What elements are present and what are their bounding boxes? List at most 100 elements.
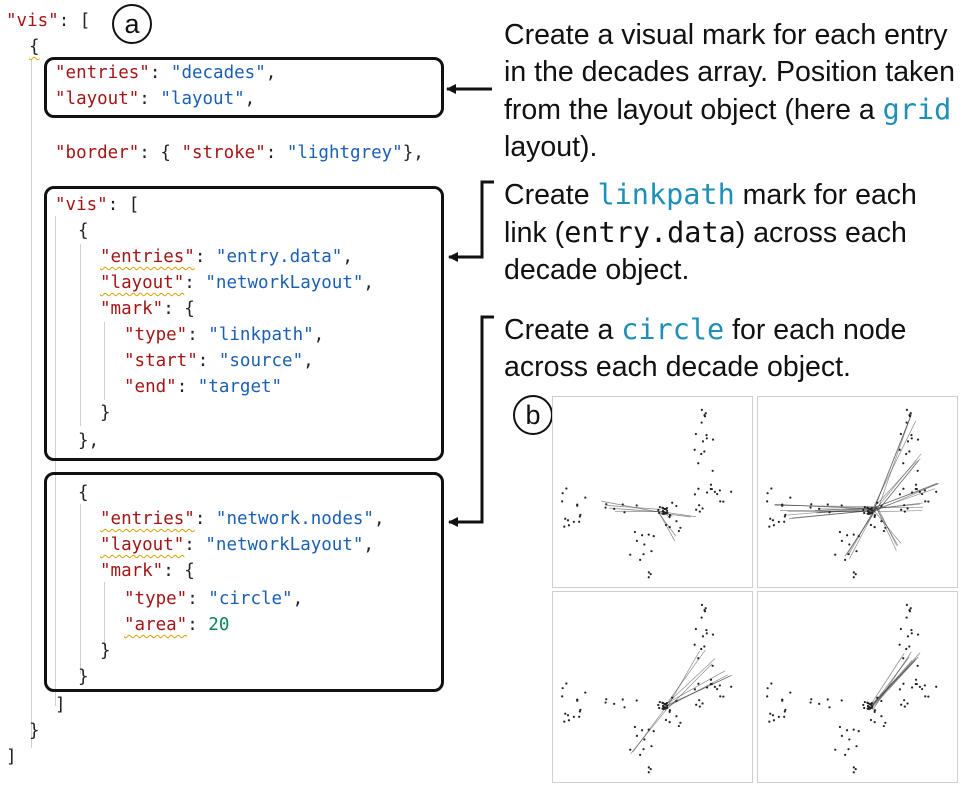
network-node (916, 633, 920, 636)
network-node (701, 440, 705, 443)
network-node (718, 489, 721, 492)
network-node (563, 525, 566, 528)
network-node (647, 728, 650, 731)
network-node (857, 729, 860, 733)
network-node (647, 533, 650, 536)
network-node (810, 503, 813, 506)
network-node (809, 701, 812, 704)
network-node (905, 452, 908, 456)
network-node (705, 437, 708, 440)
network-node (867, 707, 870, 710)
code-line-9: "layout": "networkLayout", (100, 273, 374, 293)
network-node (704, 412, 707, 415)
network-node (697, 487, 700, 490)
network-node (657, 703, 660, 707)
network-panel-4 (757, 591, 958, 783)
network-node (840, 504, 843, 507)
network-node (705, 628, 708, 632)
code-line-23: } (78, 667, 89, 687)
network-node (905, 408, 909, 411)
network-node (705, 686, 709, 689)
network-node (711, 633, 715, 636)
network-node (564, 517, 567, 520)
network-node (698, 699, 701, 702)
network-node (658, 505, 661, 509)
network-node (768, 720, 771, 723)
code-line-14: } (100, 403, 111, 423)
network-panel-3 (552, 591, 753, 783)
network-link (876, 508, 897, 551)
code-line-15: }, (78, 431, 100, 451)
network-node (784, 708, 787, 712)
network-node (705, 491, 709, 494)
network-node (766, 695, 769, 698)
network-node (935, 490, 938, 493)
network-node (880, 699, 883, 703)
network-link (867, 656, 919, 711)
network-node (613, 702, 616, 705)
network-node (916, 469, 919, 472)
network-node (826, 503, 829, 506)
code-line-18: "layout": "networkLayout", (100, 535, 374, 555)
code-line-4: "layout": "layout", (55, 89, 256, 109)
network-link (817, 508, 877, 511)
network-node (561, 500, 564, 503)
network-node (784, 513, 787, 517)
network-node (852, 771, 855, 774)
network-node (905, 647, 908, 651)
network-node (709, 678, 713, 681)
network-node (700, 452, 703, 456)
network-node (641, 729, 644, 732)
network-link (791, 509, 876, 519)
network-node (828, 706, 831, 709)
network-node (572, 520, 575, 523)
network-node (854, 768, 857, 771)
network-node (902, 657, 905, 660)
network-node (703, 414, 706, 417)
network-node (567, 524, 571, 527)
network-node (722, 500, 725, 503)
network-node (579, 708, 582, 712)
network-node (766, 492, 769, 495)
network-node (766, 500, 769, 503)
note-code-linkpath: linkpath (597, 178, 735, 211)
network-node (705, 632, 708, 635)
network-node (695, 508, 698, 511)
network-node (649, 768, 652, 771)
network-node (906, 702, 909, 705)
network-node (658, 511, 661, 515)
code-line-21: "area": 20 (124, 615, 230, 635)
code-line-10: "mark": { (100, 299, 195, 319)
code-line-8: "entries": "entry.data", (100, 247, 353, 267)
network-node (772, 719, 776, 722)
network-node (671, 696, 674, 699)
network-node (605, 503, 608, 506)
network-node (703, 450, 706, 453)
network-node (870, 509, 874, 512)
network-node (873, 526, 876, 529)
note-code-grid: grid (882, 93, 952, 126)
network-node (884, 526, 887, 529)
network-node (693, 688, 697, 691)
network-node (771, 519, 775, 522)
code-line-12: "start": "source", (124, 351, 314, 371)
network-node (900, 508, 903, 511)
network-node (665, 507, 668, 510)
network-node (710, 682, 713, 686)
network-node (663, 706, 666, 709)
network-plot (561, 603, 733, 774)
network-node (862, 508, 865, 512)
code-line-26: ] (6, 747, 17, 767)
network-node (604, 701, 607, 704)
network-node (713, 490, 716, 494)
network-plot (766, 408, 940, 579)
network-link (869, 653, 905, 707)
network-node (711, 438, 715, 441)
network-node (873, 515, 876, 518)
network-node (677, 529, 680, 533)
network-link (662, 658, 716, 708)
network-node (899, 432, 902, 436)
circle-vis-box (44, 472, 444, 692)
network-node (918, 685, 921, 689)
network-node (868, 706, 871, 709)
